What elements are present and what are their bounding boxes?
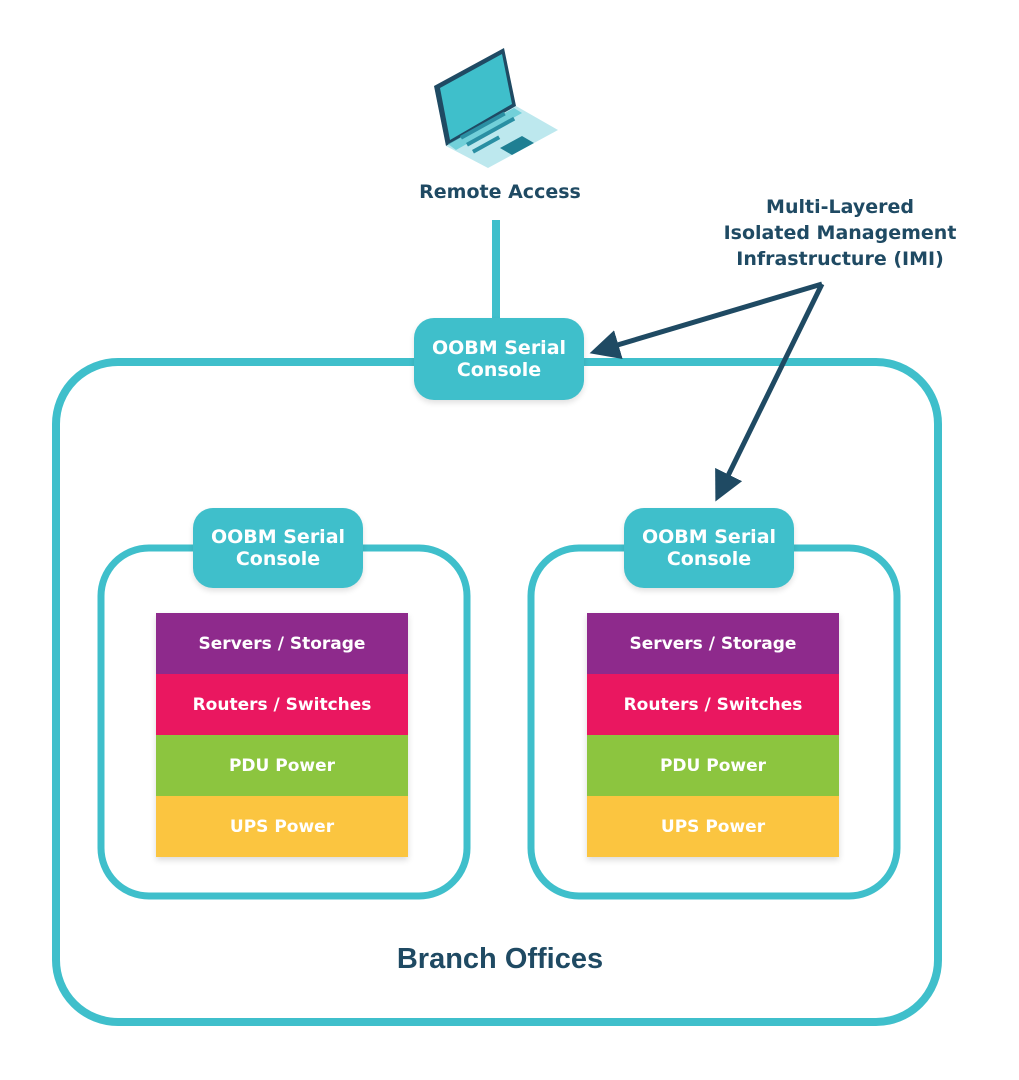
branch-offices-label: Branch Offices [396, 943, 604, 975]
console-label-line1: OOBM Serial [210, 526, 346, 548]
layer-servers-storage: Servers / Storage [587, 613, 839, 674]
branch-1-oobm-console[interactable]: OOBM Serial Console [193, 508, 363, 588]
layer-pdu-power: PDU Power [156, 735, 408, 796]
imi-annotation-line: Isolated Management [723, 222, 957, 244]
imi-annotation-line: Multi-Layered [766, 196, 914, 218]
console-label-line2: Console [235, 548, 321, 570]
layer-pdu-power: PDU Power [587, 735, 839, 796]
remote-access-label: Remote Access [419, 181, 581, 203]
console-label-line2: Console [666, 548, 752, 570]
console-label-line1: OOBM Serial [641, 526, 777, 548]
console-label-line1: OOBM Serial [431, 337, 567, 359]
layer-servers-storage: Servers / Storage [156, 613, 408, 674]
imi-annotation: Multi-Layered Isolated Management Infras… [690, 194, 990, 272]
arrow-to-branch-console [715, 282, 825, 502]
arrow-to-main-console [589, 281, 823, 360]
imi-annotation-line: Infrastructure (IMI) [736, 248, 944, 270]
console-label-line2: Console [456, 359, 542, 381]
branch-2-oobm-console[interactable]: OOBM Serial Console [624, 508, 794, 588]
layer-routers-switches: Routers / Switches [587, 674, 839, 735]
branch-2-device-stack: Servers / Storage Routers / Switches PDU… [587, 613, 839, 857]
laptop-icon [434, 48, 558, 168]
layer-ups-power: UPS Power [587, 796, 839, 857]
main-oobm-console[interactable]: OOBM Serial Console [414, 318, 584, 400]
layer-routers-switches: Routers / Switches [156, 674, 408, 735]
layer-ups-power: UPS Power [156, 796, 408, 857]
branch-1-device-stack: Servers / Storage Routers / Switches PDU… [156, 613, 408, 857]
